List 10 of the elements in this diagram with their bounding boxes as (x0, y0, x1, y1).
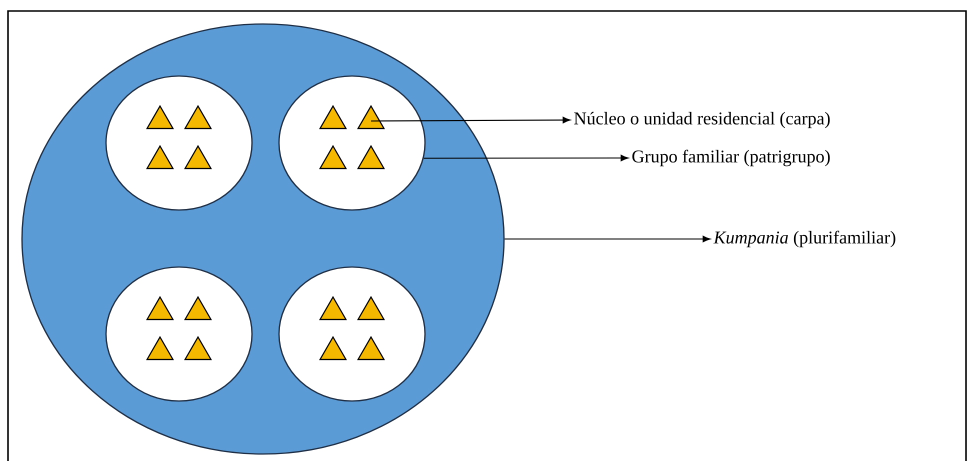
group-ellipse (105, 266, 253, 402)
arrow (371, 116, 570, 124)
group-ellipse (278, 75, 426, 211)
arrow (424, 154, 628, 162)
group-ellipse (278, 266, 426, 402)
group-ellipse (105, 75, 253, 211)
arrow (504, 236, 710, 242)
label-text: Núcleo o unidad residencial (carpa) (574, 112, 830, 128)
label-text: Grupo familiar (patrigrupo) (632, 150, 830, 166)
label-text: Kumpania (plurifamiliar) (713, 230, 896, 248)
